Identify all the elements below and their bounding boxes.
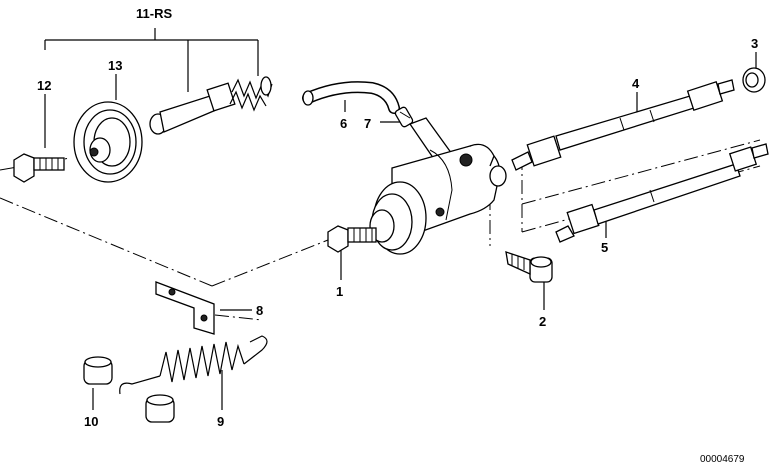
callout-5: 5 xyxy=(601,240,608,255)
piston-assembly-11 xyxy=(149,76,273,135)
hydraulic-line-4 xyxy=(511,79,735,171)
hydraulic-line-5 xyxy=(555,143,769,243)
fluid-hose-6 xyxy=(302,81,400,114)
callout-6: 6 xyxy=(340,116,347,131)
callout-9: 9 xyxy=(217,414,224,429)
cylinder-body xyxy=(369,117,507,255)
hose-clip-7 xyxy=(394,106,414,128)
callout-2: 2 xyxy=(539,314,546,329)
callout-11-rs: 11-RS xyxy=(136,6,172,21)
mounting-bolt-1 xyxy=(327,225,377,253)
callout-1: 1 xyxy=(336,284,343,299)
bracket-8 xyxy=(155,281,215,335)
callout-13: 13 xyxy=(108,58,122,73)
callout-10: 10 xyxy=(84,414,98,429)
socket-screw-2 xyxy=(505,251,553,283)
callout-12: 12 xyxy=(37,78,51,93)
callout-4: 4 xyxy=(632,76,640,91)
leader-lines xyxy=(44,28,757,410)
return-spring-9 xyxy=(119,335,268,395)
callout-7: 7 xyxy=(364,116,371,131)
callout-3: 3 xyxy=(751,36,758,51)
bleed-screw-12 xyxy=(13,153,65,183)
bushing-10 xyxy=(83,356,175,423)
piston-spring xyxy=(229,76,273,112)
rubber-boot-13 xyxy=(73,101,143,183)
callout-labels: 11-RS 13 12 6 7 3 4 5 1 2 8 9 10 xyxy=(37,6,758,429)
fitting-nut-3 xyxy=(742,67,766,93)
callout-8: 8 xyxy=(256,303,263,318)
diagram-part-number: 00004679 xyxy=(700,454,745,465)
